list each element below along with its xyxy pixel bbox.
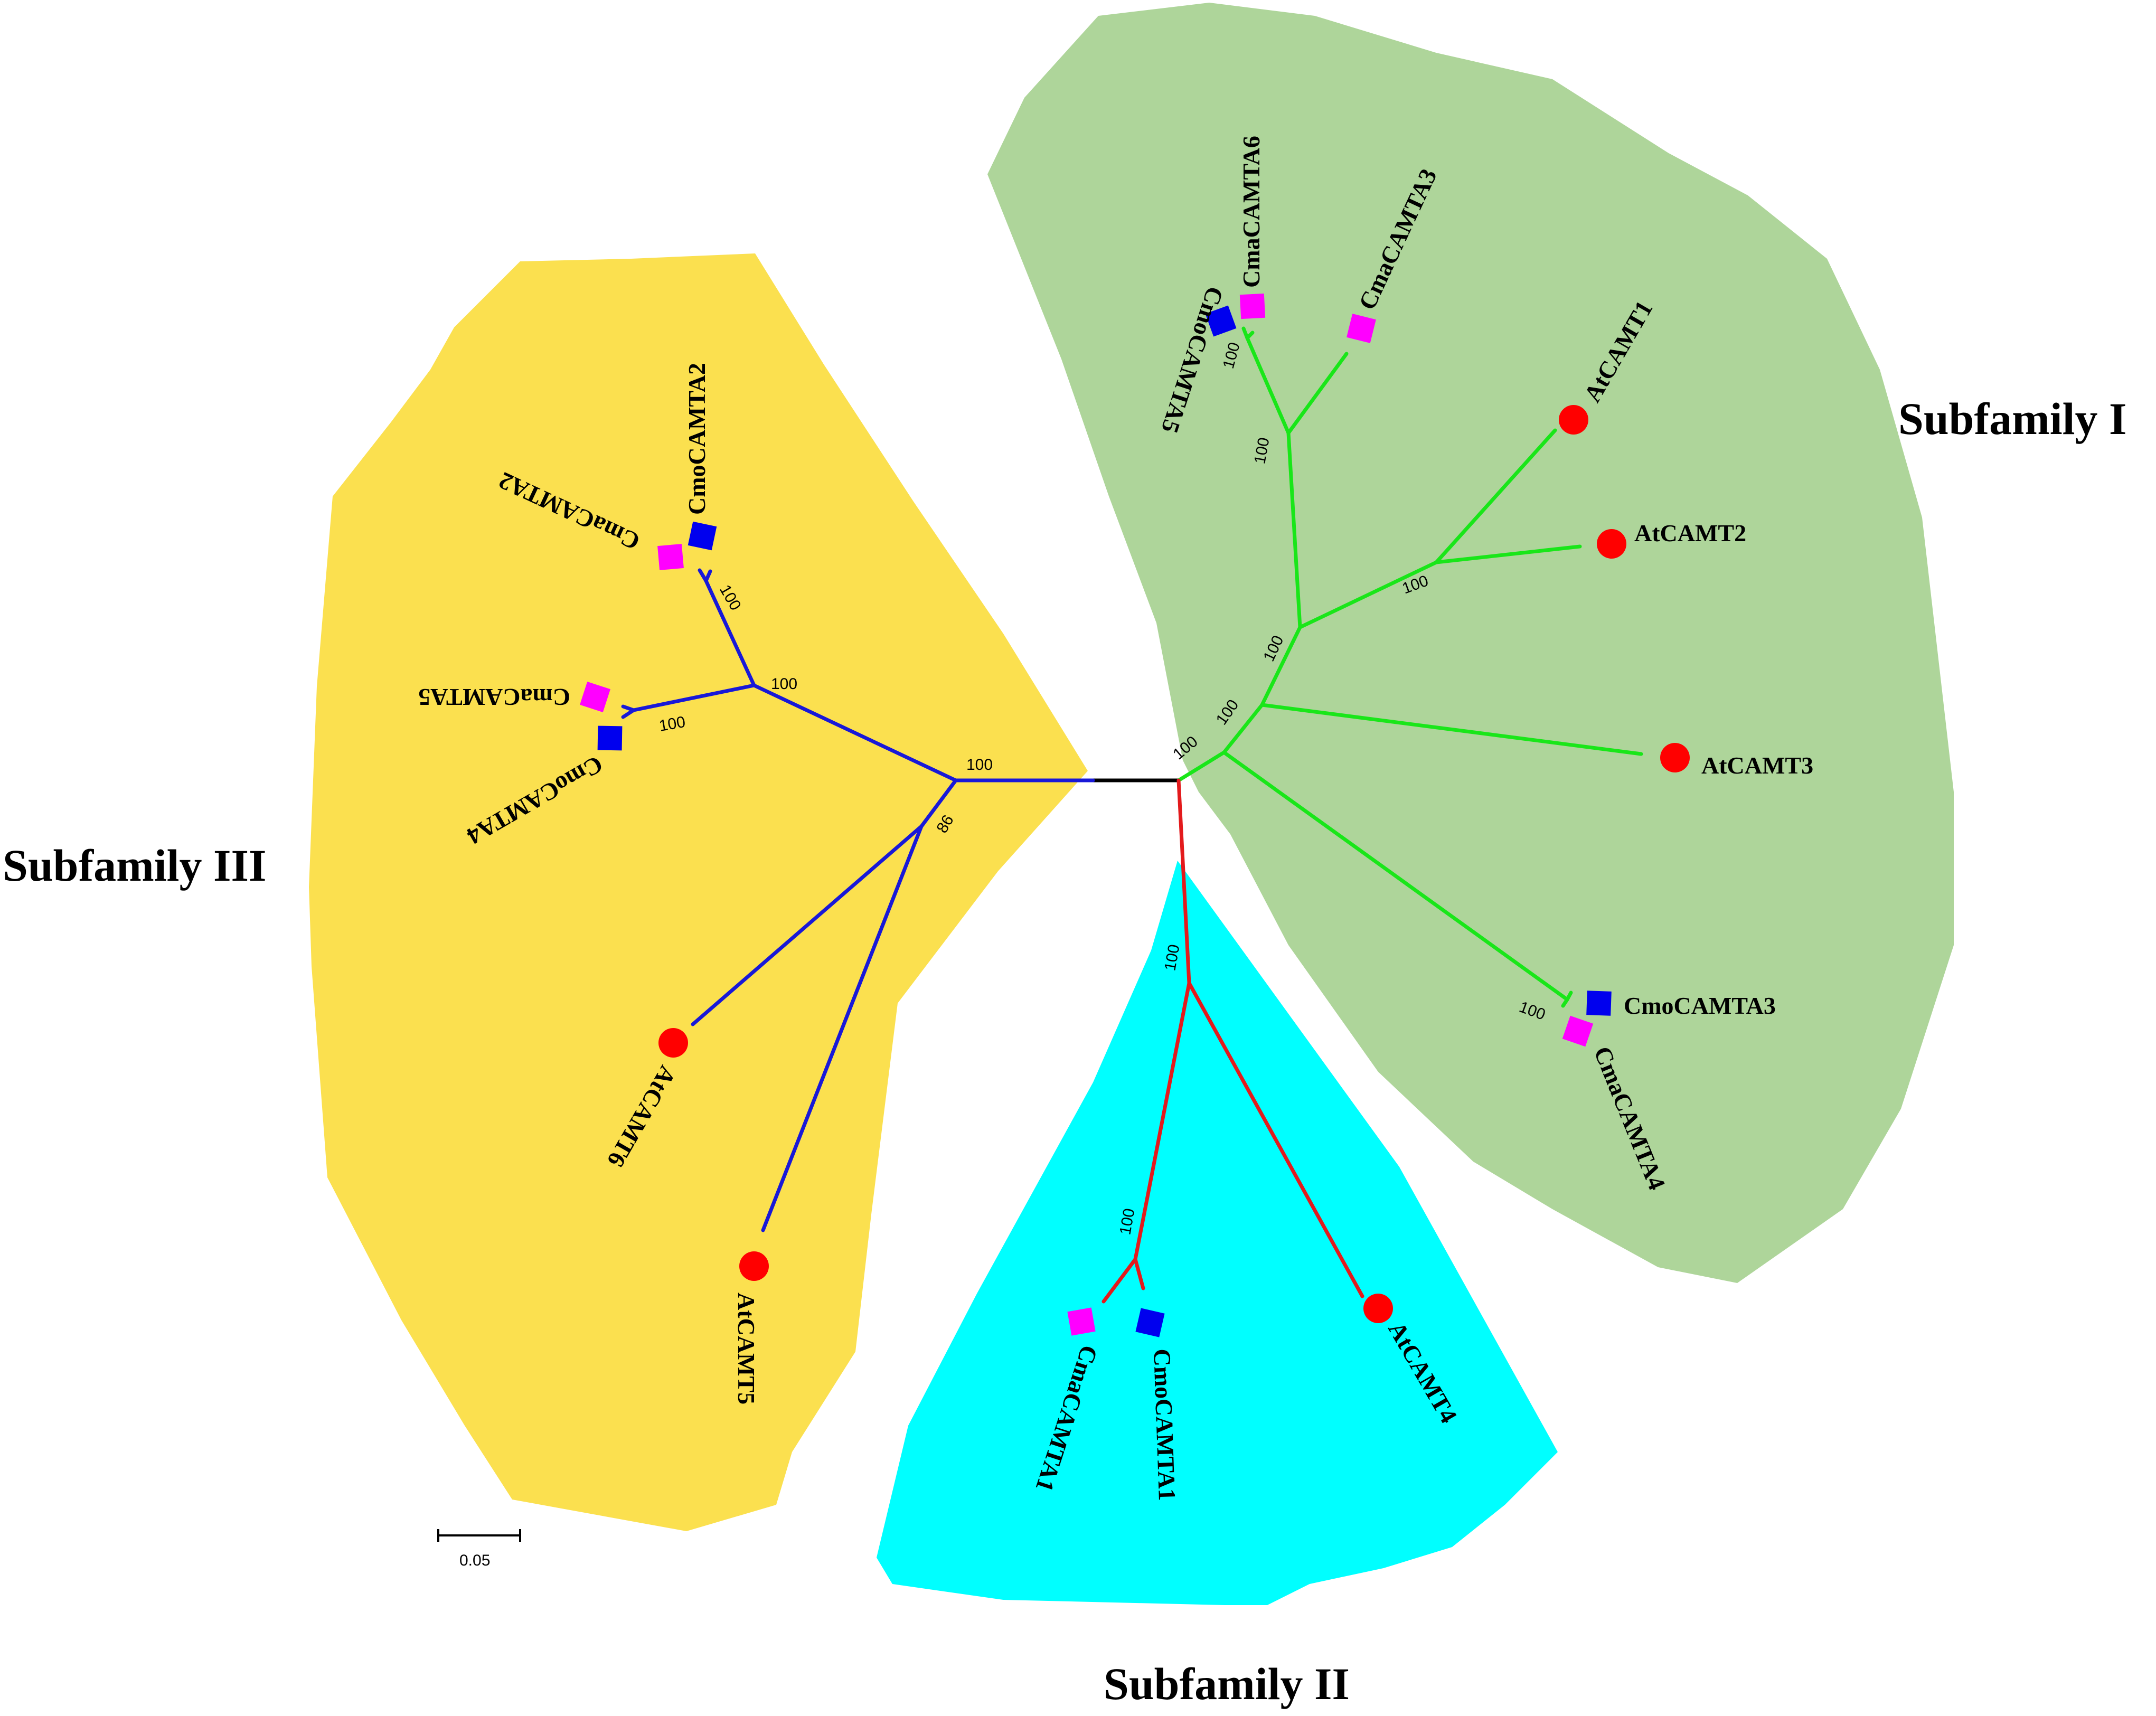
branches [621,326,1643,1304]
cmacamta6-label: CmaCAMTA6 [1238,136,1265,288]
subfamily-III-label: Subfamily III [3,840,266,891]
cmocamta1-marker [1135,1308,1165,1337]
atcamt2-label: AtCAMT2 [1634,520,1746,546]
subfamily-III-branches [621,568,1095,1232]
atcamt3-marker [1660,743,1690,772]
cmocamta2-marker [688,521,717,551]
subfamily-II-branches [1101,778,1364,1304]
cmacamta3-marker [1347,314,1376,343]
cmacamta4-marker [1562,1015,1594,1047]
atcamt3-label: AtCAMT3 [1701,752,1813,779]
cmocamta3-label: CmoCAMTA3 [1624,992,1776,1019]
subfamily-I-branches [1176,326,1643,1008]
cmacamta2-marker [657,544,684,570]
atcamt5-marker [739,1251,769,1281]
cmacamta5-label: CmaCAMTA5 [418,684,570,711]
cmacamta1-marker [1067,1307,1096,1336]
subfamily-II-label: Subfamily II [1104,1658,1350,1709]
cmocamta1-label: CmoCAMTA1 [1148,1349,1181,1501]
subfamily-I-label: Subfamily I [1898,393,2127,444]
subfamily-III-region [309,253,1088,1531]
atcamt5-label: AtCAMT5 [733,1293,760,1404]
atcamt6-marker [658,1028,688,1058]
cmacamta5-marker [580,682,610,712]
scale-bar: 0.05 [437,1529,521,1569]
cmocamta2-label: CmoCAMTA2 [683,363,710,515]
cmacamta6-marker [1239,293,1266,319]
cmocamta5-marker [1205,305,1237,337]
atcamt2-marker [1597,529,1626,559]
atcamt4-marker [1363,1294,1393,1323]
bootstrap-values: 1001001001001001001001001001001001001008… [657,341,1547,1236]
subfamily-II-region [877,861,1558,1605]
bootstrap-value: 100 [966,756,993,774]
cmocamta3-marker [1586,991,1612,1016]
cmocamta4-marker [597,725,623,751]
leaf-markers [580,293,1690,1337]
scale-bar-label: 0.05 [459,1552,490,1569]
bootstrap-value: 100 [771,675,797,693]
atcamt1-marker [1559,405,1588,435]
